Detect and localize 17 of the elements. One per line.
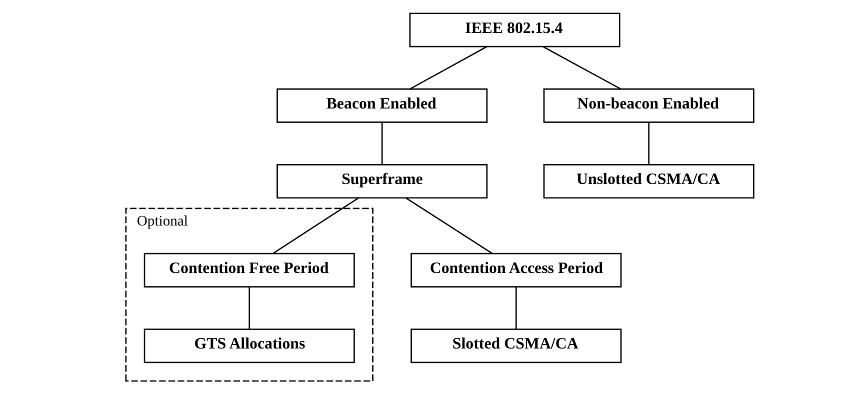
- node-box: GTS Allocations: [143, 328, 354, 364]
- node-box: Slotted CSMA/CA: [410, 328, 622, 364]
- connector: [648, 122, 649, 164]
- connector: [542, 46, 620, 90]
- node-box: Unslotted CSMA/CA: [542, 164, 754, 199]
- node-box: IEEE 802.15.4: [408, 12, 620, 48]
- node-box: Superframe: [276, 164, 488, 199]
- node-box: Contention Access Period: [410, 252, 622, 288]
- node-box: Beacon Enabled: [276, 88, 488, 123]
- connector: [514, 287, 516, 330]
- connector: [380, 122, 382, 164]
- node-box: Non-beacon Enabled: [542, 88, 754, 123]
- connector: [248, 287, 250, 330]
- node-box: Contention Free Period: [143, 252, 354, 288]
- connector: [409, 46, 486, 90]
- connector: [272, 197, 358, 254]
- connector: [405, 197, 492, 254]
